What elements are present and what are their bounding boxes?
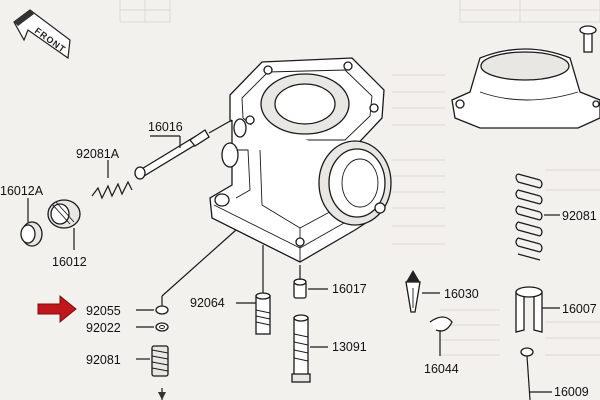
part-92022 [136,322,169,332]
callout-92081-left[interactable]: 92081 [86,353,121,367]
float-bowl [451,25,600,129]
front-arrow-icon: FRONT [13,9,71,60]
part-92055 [136,229,237,315]
callout-16009[interactable]: 16009 [554,385,589,399]
callout-92064[interactable]: 92064 [190,296,225,310]
part-13091 [291,314,328,383]
part-16017 [293,265,328,299]
part-16007 [515,286,560,333]
callout-13091[interactable]: 13091 [332,340,367,354]
highlight-arrow-icon [37,294,77,324]
part-92064 [236,245,271,335]
callout-16044[interactable]: 16044 [424,362,459,376]
callout-92022[interactable]: 92022 [86,321,121,335]
part-16009 [520,347,552,400]
background-table-ghost [119,0,600,356]
part-92081-left [136,345,169,400]
part-16044 [429,316,453,356]
callout-92055[interactable]: 92055 [86,304,121,318]
callout-16016[interactable]: 16016 [148,120,183,134]
carburetor-body [209,57,392,263]
callout-labels: 16016 92081A 16012A 16012 92055 92022 92… [0,120,597,399]
callout-16017[interactable]: 16017 [332,282,367,296]
callout-16012[interactable]: 16012 [52,255,87,269]
part-16030 [405,270,440,313]
part-16012 [47,199,81,250]
callout-92081A[interactable]: 92081A [76,147,120,161]
callout-16007[interactable]: 16007 [562,302,597,316]
callout-16012A[interactable]: 16012A [0,184,44,198]
part-16016 [134,129,210,180]
callout-92081-right[interactable]: 92081 [562,209,597,223]
callout-16030[interactable]: 16030 [444,287,479,301]
part-16012A [20,198,43,247]
part-92081A [91,160,133,200]
part-92081-right [515,173,560,261]
